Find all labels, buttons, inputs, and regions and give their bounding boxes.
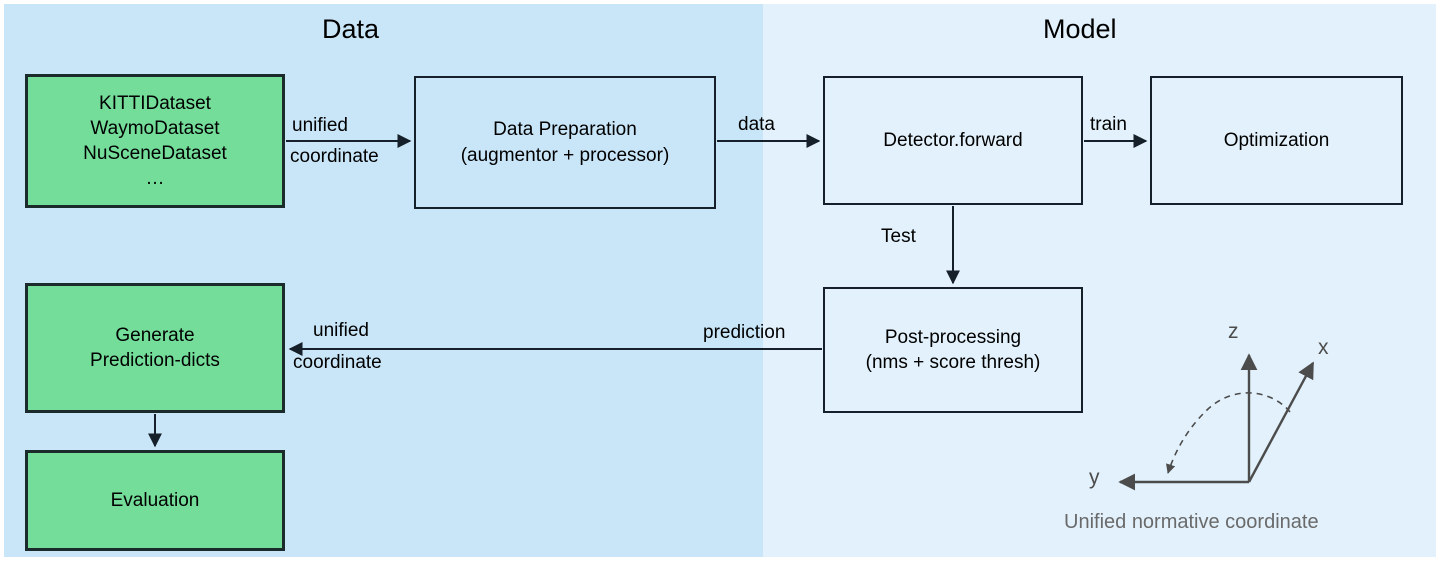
- coordinate-widget-caption: Unified normative coordinate: [1064, 511, 1319, 533]
- node-datasets[interactable]: KITTIDataset WaymoDataset NuSceneDataset…: [25, 74, 285, 208]
- node-evaluation[interactable]: Evaluation: [25, 450, 285, 551]
- node-detector-forward[interactable]: Detector.forward: [823, 76, 1083, 205]
- edge-label-train: train: [1090, 114, 1127, 135]
- edge-label-coordinate-bottom: coordinate: [293, 352, 382, 373]
- node-data-preparation[interactable]: Data Preparation (augmentor + processor): [414, 76, 716, 209]
- node-optimization[interactable]: Optimization: [1150, 76, 1403, 205]
- node-generate-prediction-dicts[interactable]: Generate Prediction-dicts: [25, 283, 285, 413]
- panel-model-title: Model: [1043, 14, 1117, 44]
- coord-axis-label-y: y: [1089, 466, 1100, 489]
- panel-data-title: Data: [322, 14, 380, 44]
- edge-label-unified-top: unified: [292, 115, 348, 136]
- edge-label-coordinate-top: coordinate: [290, 146, 379, 167]
- coord-axis-label-z: z: [1228, 320, 1239, 343]
- edge-label-test: Test: [881, 226, 916, 247]
- edge-label-prediction: prediction: [703, 322, 786, 343]
- node-post-processing[interactable]: Post-processing (nms + score thresh): [823, 287, 1083, 413]
- edge-label-unified-bottom: unified: [313, 320, 369, 341]
- edge-label-data: data: [738, 114, 775, 135]
- coord-axis-label-x: x: [1318, 336, 1329, 359]
